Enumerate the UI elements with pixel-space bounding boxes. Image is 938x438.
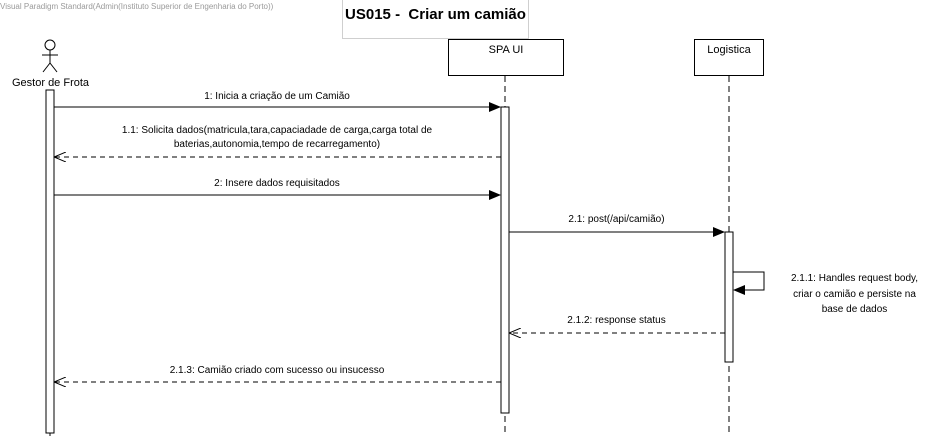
actor-activation [45, 89, 55, 434]
actor-icon [42, 39, 58, 73]
logistica-name: Logistica [707, 44, 751, 56]
msg-1-label: 1: Inicia a criação de um Camião [204, 91, 350, 102]
spa-ui-name: SPA UI [488, 44, 524, 56]
msg-2-1-1-label-line2: criar o camião e persiste na [793, 289, 916, 300]
msg-2-1-1-arrow [733, 271, 765, 295]
diagram-title-frame: US015 - Criar um camião [342, 0, 529, 39]
spa-activation [500, 106, 510, 414]
msg-2-label: 2: Insere dados requisitados [214, 178, 340, 189]
msg-2-1-3-label: 2.1.3: Camião criado com sucesso ou insu… [169, 365, 385, 376]
spa-ui-lifeline-head: SPA UI [448, 39, 564, 76]
diagram-title: US015 - Criar um camião [345, 6, 526, 23]
msg-2-1-2-label: 2.1.2: response status [567, 315, 666, 326]
actor-name: Gestor de Frota [12, 77, 90, 89]
logistica-lifeline-head: Logistica [694, 39, 764, 76]
logistica-activation [724, 231, 734, 363]
msg-2-1-1-label-line1: 2.1.1: Handles request body, [790, 273, 919, 284]
msg-1-1-label-line1: 1.1: Solicita dados(matricula,tara,capac… [121, 125, 433, 136]
msg-2-1-label: 2.1: post(/api/camião) [568, 214, 665, 225]
msg-2-1-1-label-line3: base de dados [821, 304, 888, 315]
watermark: Visual Paradigm Standard(Admin(Instituto… [0, 2, 274, 11]
msg-1-1-label-line2: baterias,autonomia,tempo de recarregamen… [173, 139, 381, 150]
